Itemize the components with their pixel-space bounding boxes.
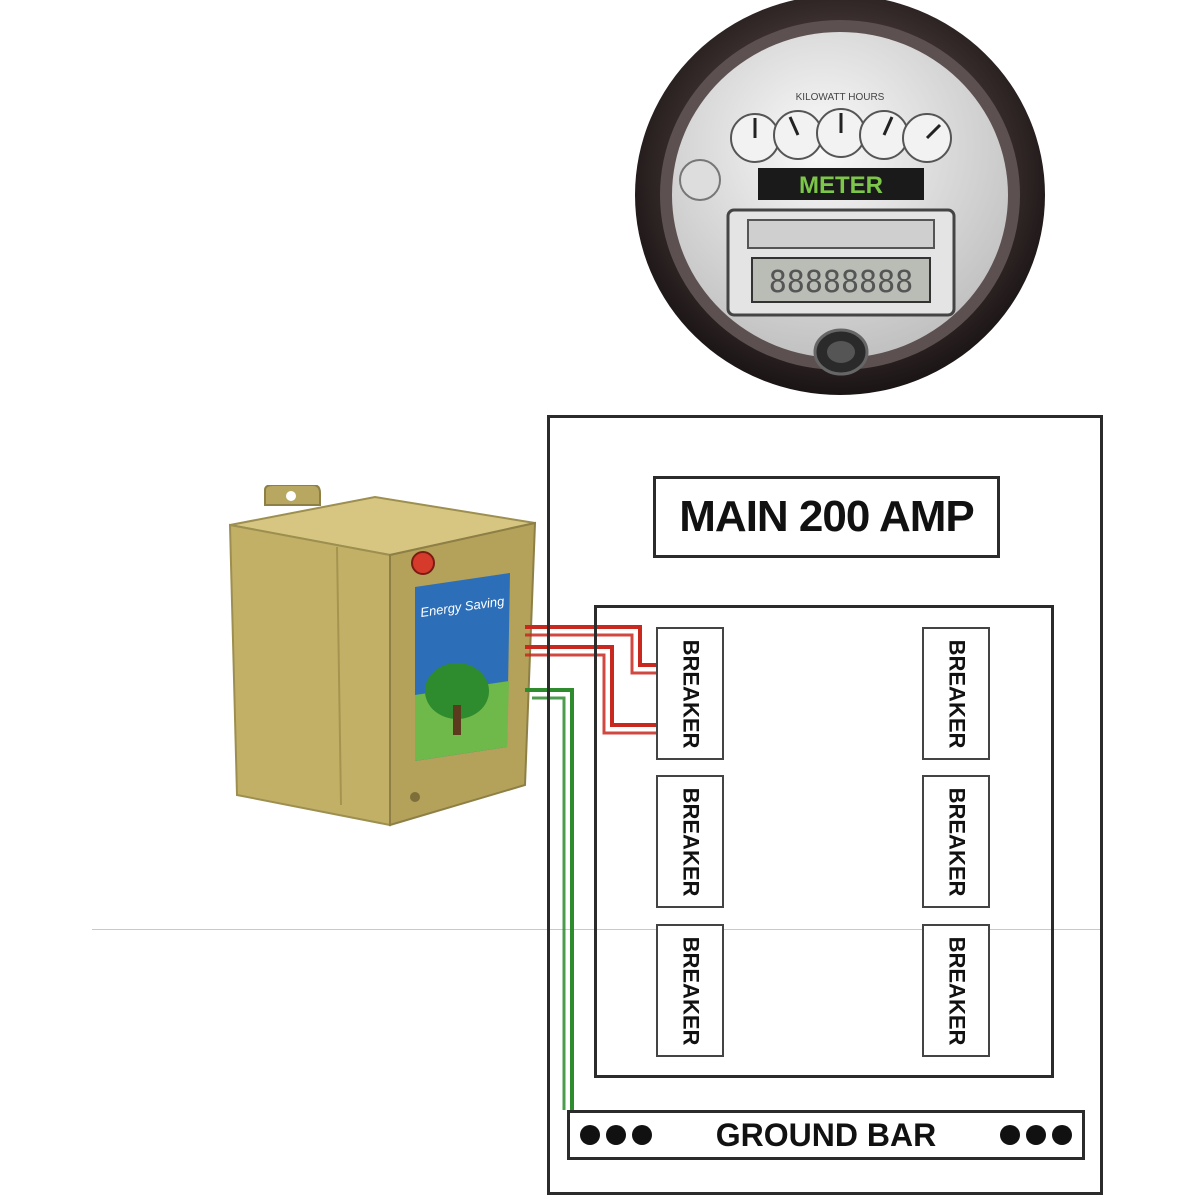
terminal-dot bbox=[606, 1125, 626, 1145]
breaker-right-1: BREAKER bbox=[922, 627, 990, 760]
breaker-label: BREAKER bbox=[678, 639, 704, 748]
breaker-right-2: BREAKER bbox=[922, 775, 990, 908]
electrical-panel bbox=[547, 415, 1103, 1195]
terminal-dot bbox=[632, 1125, 652, 1145]
ground-bar-terminals-right bbox=[1000, 1125, 1072, 1145]
breaker-left-2: BREAKER bbox=[656, 775, 724, 908]
indicator-light bbox=[411, 551, 435, 575]
breaker-label: BREAKER bbox=[944, 787, 970, 896]
breaker-right-3: BREAKER bbox=[922, 924, 990, 1057]
meter-lcd bbox=[751, 257, 931, 303]
hot-wire bbox=[525, 645, 658, 727]
breaker-label: BREAKER bbox=[944, 936, 970, 1045]
breaker-label: BREAKER bbox=[944, 639, 970, 748]
main-breaker-label: MAIN 200 AMP bbox=[653, 476, 1000, 558]
background-line bbox=[92, 929, 1102, 930]
ground-wire bbox=[525, 688, 574, 1110]
breaker-frame bbox=[594, 605, 1054, 1078]
hot-wire bbox=[525, 625, 658, 667]
breaker-left-3: BREAKER bbox=[656, 924, 724, 1057]
breaker-left-1: BREAKER bbox=[656, 627, 724, 760]
meter-face-text: KILOWATT HOURS bbox=[796, 92, 885, 103]
meter-label: METER bbox=[799, 172, 883, 199]
breaker-label: BREAKER bbox=[678, 936, 704, 1045]
wiring bbox=[525, 625, 658, 1110]
terminal-dot bbox=[580, 1125, 600, 1145]
terminal-dot bbox=[1026, 1125, 1046, 1145]
ground-bar: GROUND BAR bbox=[567, 1110, 1085, 1160]
electric-meter: KILOWATT HOURS METER 88888888 bbox=[635, 0, 1045, 395]
energy-saver-box: Energy Saving bbox=[228, 485, 537, 827]
terminal-dot bbox=[1000, 1125, 1020, 1145]
meter-knob bbox=[679, 159, 721, 201]
breaker-label: BREAKER bbox=[678, 787, 704, 896]
tree-icon bbox=[425, 663, 489, 719]
terminal-dot bbox=[1052, 1125, 1072, 1145]
meter-label-plate bbox=[758, 168, 924, 200]
meter-dials bbox=[730, 108, 952, 163]
meter-lcd-digits: 88888888 bbox=[769, 265, 914, 300]
ground-bar-label: GROUND BAR bbox=[715, 1116, 937, 1153]
ground-bar-terminals-left bbox=[580, 1125, 652, 1145]
